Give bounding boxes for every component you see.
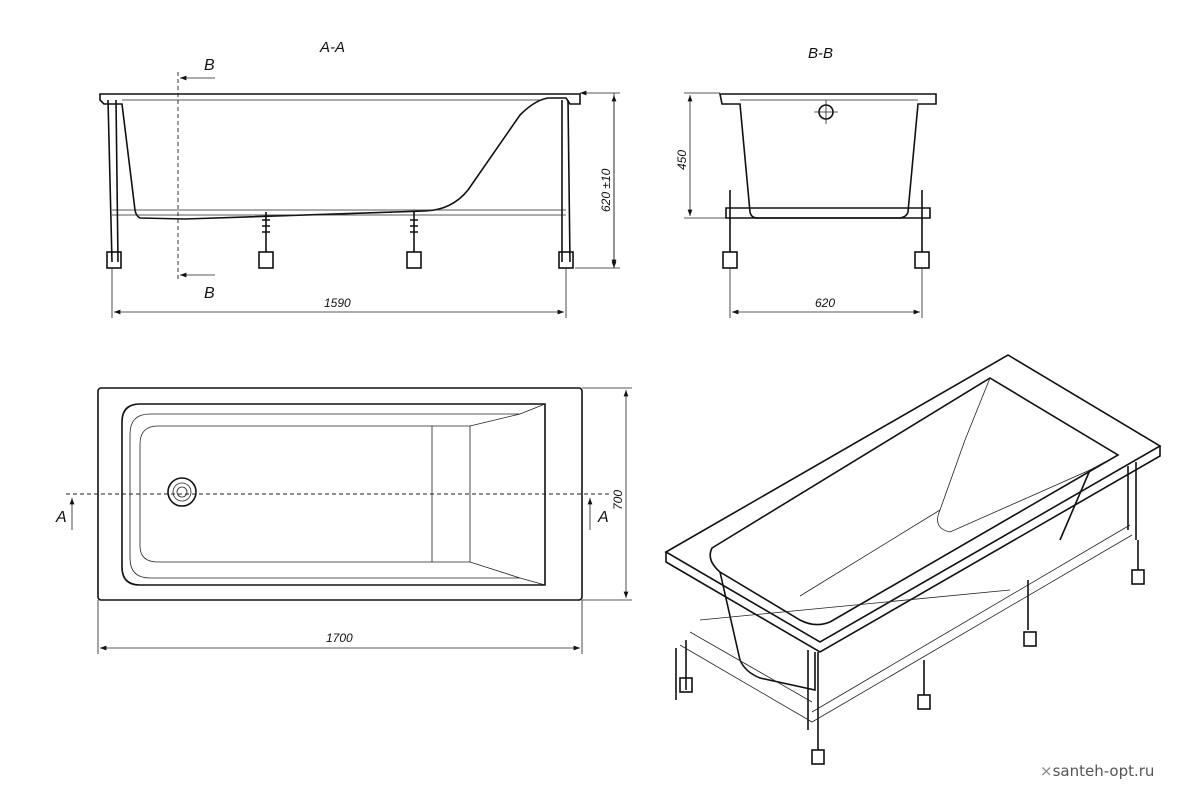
adjustable-feet-iso: [679, 540, 1145, 765]
drain-icon: [167, 477, 197, 507]
cut-label-a-right: A: [597, 509, 609, 526]
section-bb-title: B-B: [808, 45, 833, 62]
isometric-view: [664, 354, 1162, 765]
cut-label-b-bottom: B: [204, 285, 215, 302]
dim-length-1700: 1700: [326, 631, 353, 645]
cut-label-a-left: A: [55, 509, 67, 526]
dim-width-620: 620: [815, 296, 835, 310]
tub-profile: [99, 93, 581, 220]
frame-legs: [107, 99, 571, 263]
x-cross-icon: ⨯: [1040, 762, 1053, 780]
section-aa-title: A-A: [319, 39, 345, 56]
dim-width-700: 700: [611, 490, 625, 510]
cut-label-b-top: B: [204, 57, 215, 74]
dim-height-620: 620 ±10: [599, 168, 613, 212]
dim-length-1590: 1590: [324, 296, 351, 310]
section-bb: B-B 450 620: [675, 45, 937, 318]
adjustable-feet: [106, 212, 574, 269]
watermark: ⨯santeh-opt.ru: [1040, 762, 1154, 780]
plan-view: A A 700 1700: [55, 387, 632, 654]
watermark-text: santeh-opt.ru: [1052, 762, 1155, 780]
tub-cross-section: [719, 93, 937, 219]
tub-bowl-outline: [121, 403, 546, 586]
dim-depth-450: 450: [675, 150, 689, 170]
section-aa: A-A B B 620 ±10 1590: [99, 39, 620, 318]
